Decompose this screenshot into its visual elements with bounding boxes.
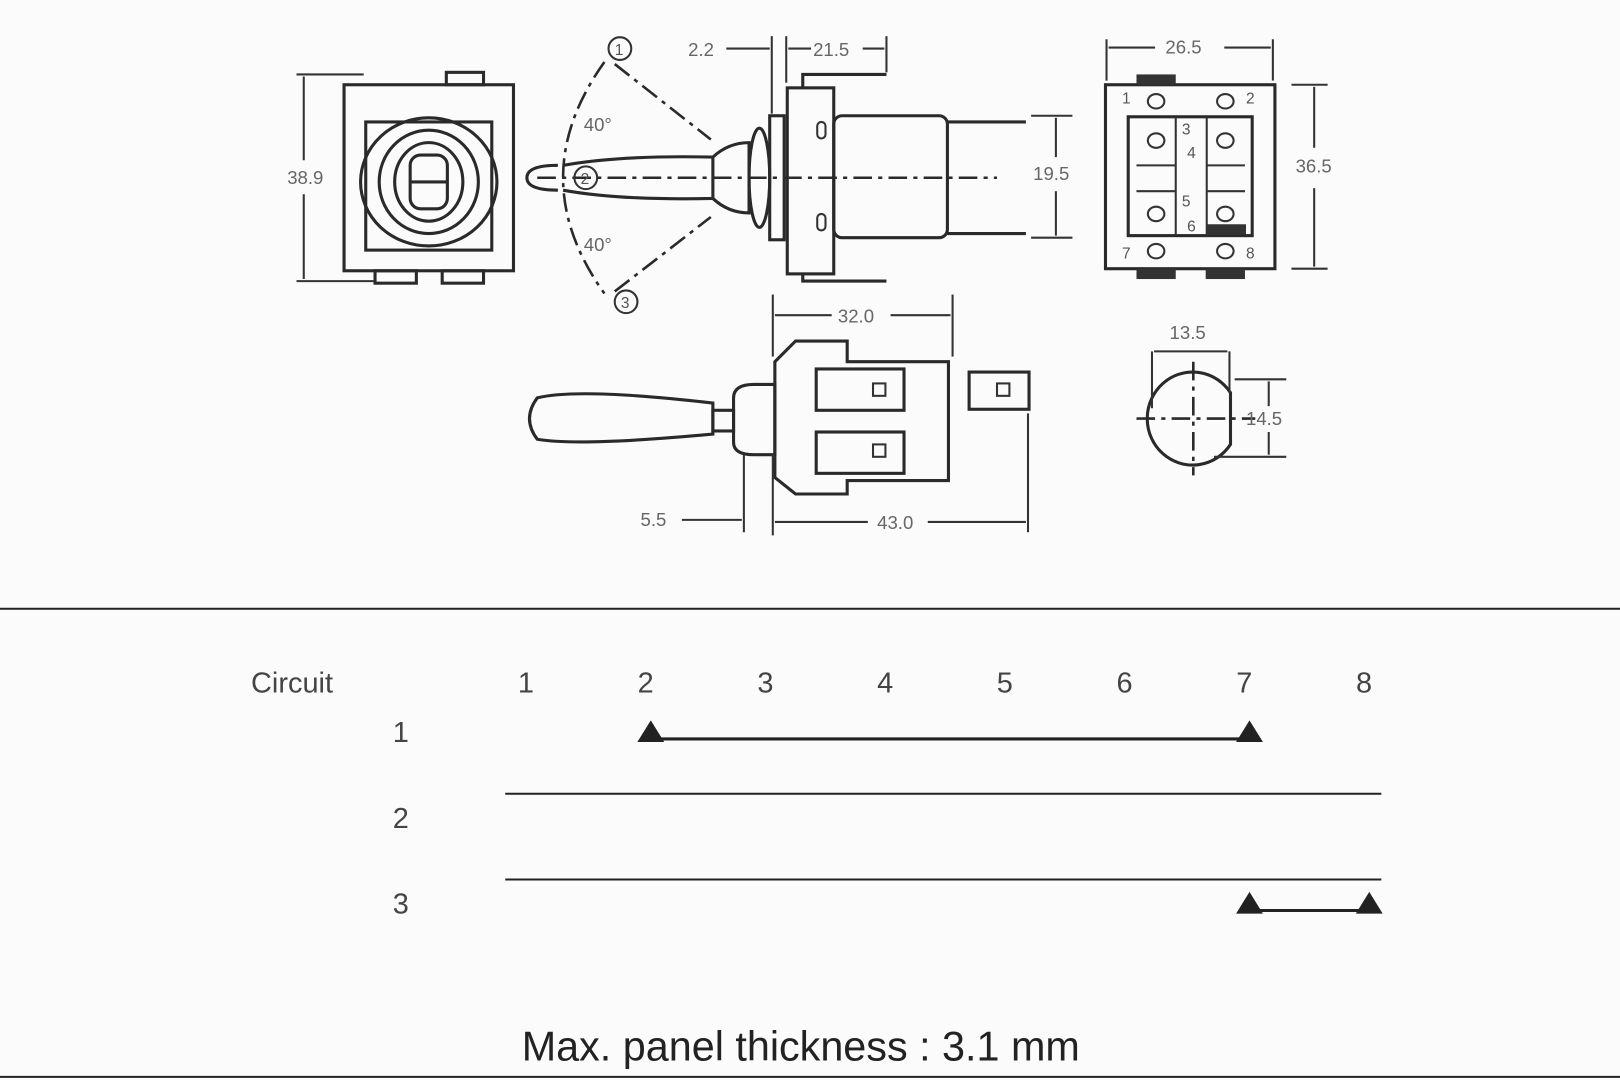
panel-cutout: 13.5 14.5 [1136,322,1287,476]
panel-thickness-note: Max. panel thickness : 3.1 mm [522,1023,1080,1069]
dim-cutout-height: 14.5 [1246,408,1282,429]
terminal-column-header: 7 [1236,667,1252,699]
dim-bushing-offset: 2.2 [688,39,714,60]
terminal-column-header: 1 [518,667,534,699]
dim-rear-height: 36.5 [1296,156,1332,177]
dim-body-depth: 21.5 [813,39,849,60]
side-view-bottom: 32.0 5.5 43.0 [527,294,1031,536]
front-view: 38.9 [287,70,516,285]
position-2-label: 2 [581,171,590,188]
circuit-row-label: 2 [393,803,409,835]
position-1-label: 1 [615,42,624,59]
terminal-8: 8 [1246,245,1255,262]
dim-body-height: 19.5 [1033,163,1069,184]
terminal-column-header: 8 [1356,667,1372,699]
angle-upper: 40° [584,114,612,135]
side-view-top: 1 2 3 40° 40° 2.2 21.5 19.5 [525,36,1073,315]
dim-front-height: 38.9 [287,167,323,188]
angle-lower: 40° [584,234,612,255]
dim-panel-offset: 5.5 [641,509,667,530]
dim-cutout-width: 13.5 [1170,322,1206,343]
circuit-header: Circuit [251,667,333,699]
terminal-column-header: 4 [877,667,893,699]
terminal-contact-marker [1236,720,1263,743]
terminal-contact-marker [1355,891,1383,914]
terminal-7: 7 [1122,245,1131,262]
rear-view: 1 2 3 4 5 6 7 8 26.5 36.5 [1103,37,1332,280]
terminal-1: 1 [1122,90,1131,107]
dim-rear-width: 26.5 [1165,37,1201,58]
position-3-label: 3 [621,295,630,312]
terminal-2: 2 [1246,90,1255,107]
terminal-contact-marker [637,720,665,743]
terminal-column-header: 3 [757,667,773,699]
terminal-4: 4 [1187,145,1196,162]
circuit-row-label: 3 [393,889,409,921]
dim-overall-length: 43.0 [877,512,913,533]
terminal-3: 3 [1182,121,1191,138]
terminal-column-header: 5 [997,667,1013,699]
circuit-row-label: 1 [393,717,409,749]
terminal-contact-marker [1236,891,1263,914]
dim-side-length: 32.0 [838,305,874,326]
terminal-6: 6 [1187,219,1196,236]
circuit-table: Circuit 1 2 3 4 5 6 7 8 1 2 3 [251,667,1383,921]
terminal-column-header: 6 [1117,667,1133,699]
terminal-column-header: 2 [638,667,654,699]
terminal-5: 5 [1182,194,1191,211]
